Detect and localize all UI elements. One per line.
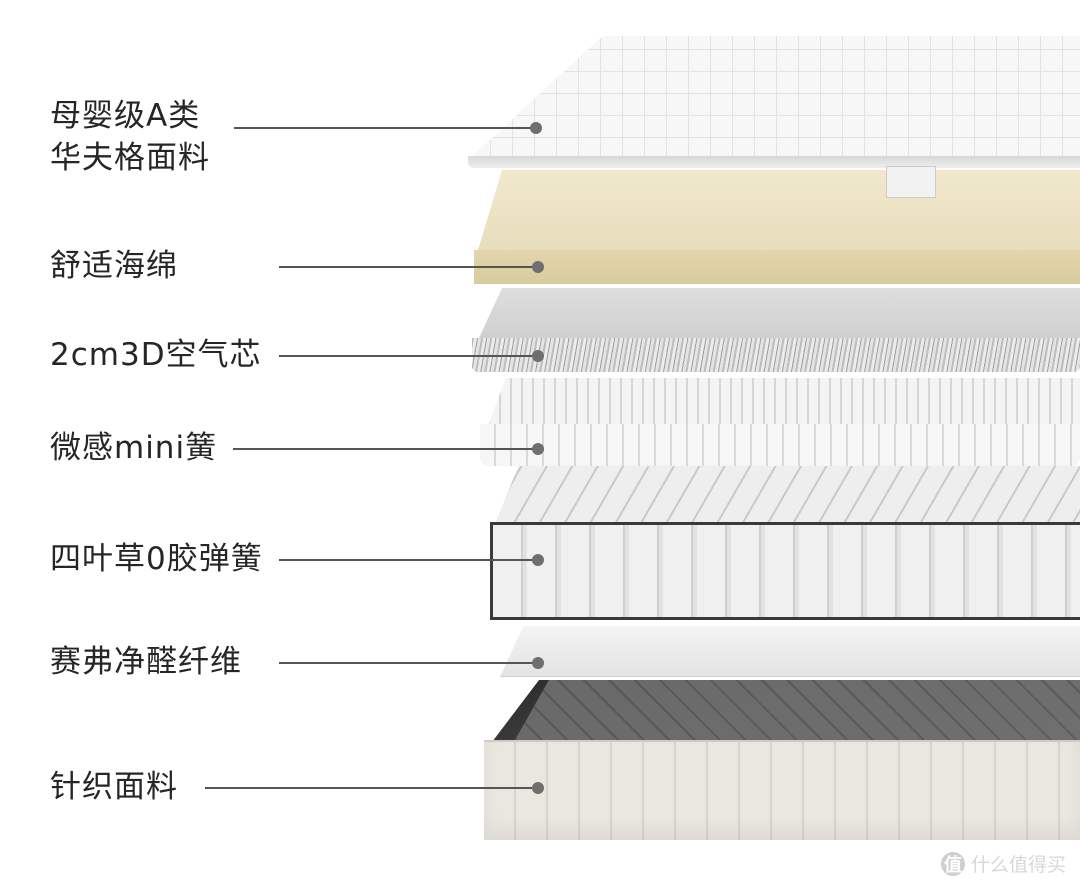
- dot-foam: [532, 261, 544, 273]
- mini-springs-top: [488, 378, 1080, 426]
- waffle-fabric-layer: [468, 36, 1080, 160]
- air-core-side: [472, 338, 1080, 372]
- knitted-fabric-side: [484, 740, 1080, 840]
- leader-line-knitted: [205, 787, 534, 789]
- fabric-tag: [886, 166, 936, 198]
- leader-line-clover-springs: [279, 559, 534, 561]
- leader-line-fiber: [279, 662, 534, 664]
- dot-fiber: [532, 657, 544, 669]
- zhi-icon: 值: [940, 851, 965, 876]
- label-comfort-foam: 舒适海绵: [50, 248, 178, 284]
- comfort-foam-top: [478, 170, 1080, 250]
- label-waffle-fabric: 母婴级A类 华夫格面料: [50, 95, 210, 179]
- dot-waffle: [530, 122, 542, 134]
- leader-line-foam: [279, 266, 534, 268]
- dot-mini-springs: [532, 443, 544, 455]
- clover-springs-top: [495, 466, 1080, 524]
- label-clover-springs: 四叶草0胶弹簧: [50, 541, 263, 577]
- watermark: 值 什么值得买: [940, 850, 1066, 877]
- label-formaldehyde-fiber: 赛弗净醛纤维: [50, 644, 242, 680]
- dot-knitted: [532, 782, 544, 794]
- comfort-foam-side: [474, 250, 1080, 284]
- label-waffle-fabric-line-2: 华夫格面料: [50, 140, 210, 176]
- label-waffle-fabric-line-1: 母婴级A类: [50, 98, 201, 134]
- leader-line-mini-springs: [233, 448, 534, 450]
- formaldehyde-fiber-layer: [500, 626, 1080, 677]
- waffle-fabric-edge: [468, 156, 1080, 168]
- watermark-text: 什么值得买: [970, 854, 1066, 876]
- label-mini-springs: 微感mini簧: [50, 430, 218, 466]
- leader-line-air-core: [279, 355, 534, 357]
- knitted-fabric-base-top: [515, 680, 1080, 740]
- air-core-top: [478, 288, 1080, 340]
- label-air-core: 2cm3D空气芯: [50, 337, 262, 373]
- leader-line-waffle: [234, 127, 536, 129]
- mini-springs-side: [480, 424, 1080, 466]
- dot-air-core: [532, 350, 544, 362]
- label-knitted-fabric: 针织面料: [50, 769, 178, 805]
- clover-springs-side: [490, 522, 1080, 620]
- dot-clover-springs: [532, 554, 544, 566]
